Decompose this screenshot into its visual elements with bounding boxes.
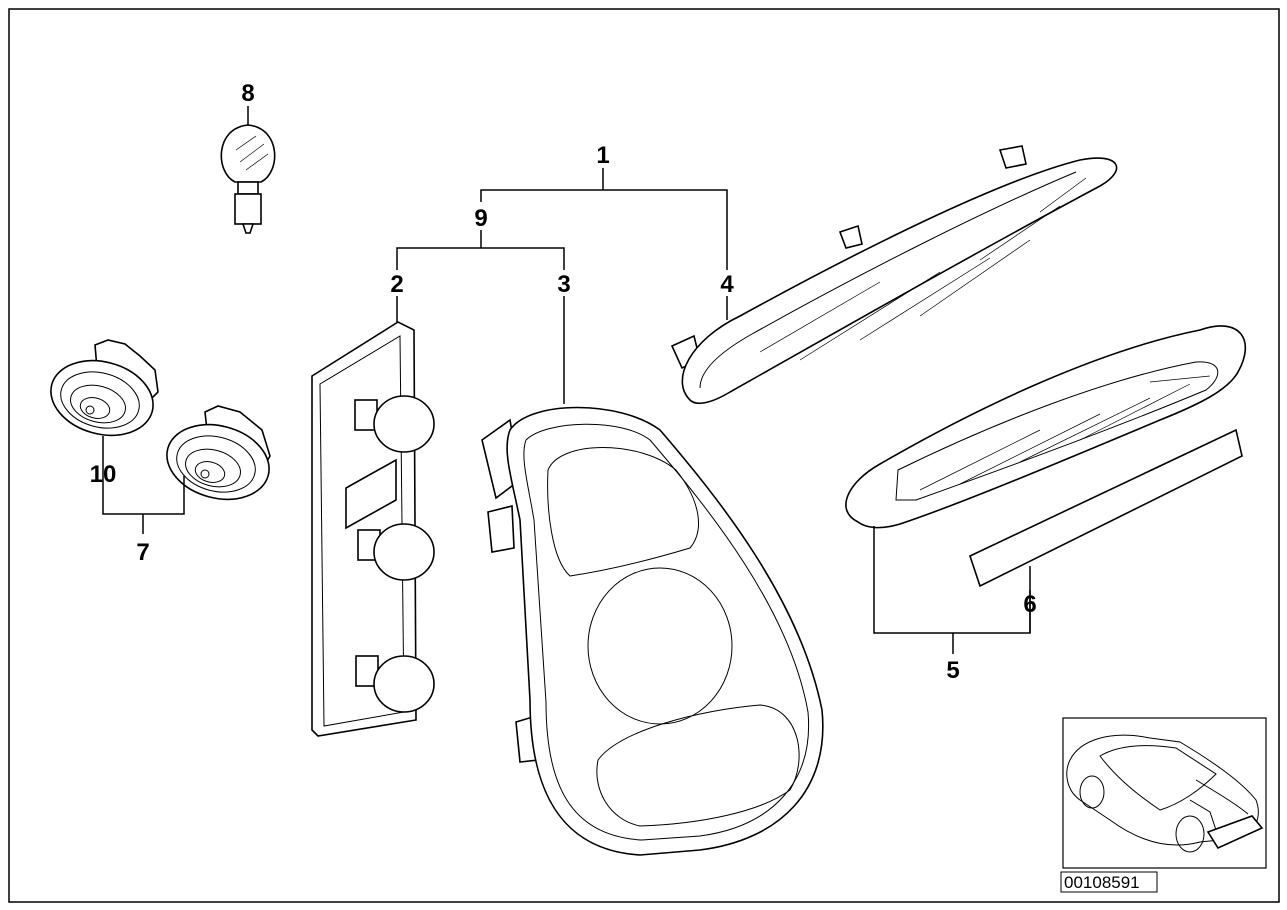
label-part-8: 8 (241, 80, 254, 107)
label-part-3: 3 (557, 271, 570, 298)
diagram-frame (8, 8, 1280, 903)
reflector-lamp-part-5 (845, 325, 1247, 529)
label-part-1: 1 (596, 142, 609, 169)
label-part-10: 10 (90, 461, 117, 488)
strip-light-part-4 (670, 145, 1118, 405)
carrier-bulb-bottom (355, 655, 435, 713)
reflector-strip-part-6 (969, 428, 1243, 588)
doc-number-box (1060, 871, 1158, 893)
label-part-5: 5 (946, 657, 959, 684)
bulb-carrier-part-2 (311, 321, 435, 737)
label-part-6: 6 (1023, 591, 1036, 618)
side-marker-lamp-left (50, 339, 159, 437)
bulb-part-8 (220, 124, 276, 234)
car-thumbnail (1062, 717, 1267, 869)
label-part-9: 9 (474, 205, 487, 232)
leader-lines (396, 168, 1031, 654)
label-part-7: 7 (136, 539, 149, 566)
side-marker-lamp-right (166, 405, 271, 501)
label-part-4: 4 (720, 271, 734, 298)
carrier-bulb-middle (357, 523, 435, 581)
label-part-2: 2 (390, 271, 403, 298)
doc-number: 00108591 (1064, 873, 1140, 892)
tail-light-part-3 (481, 406, 824, 856)
carrier-bulb-top (354, 395, 435, 453)
